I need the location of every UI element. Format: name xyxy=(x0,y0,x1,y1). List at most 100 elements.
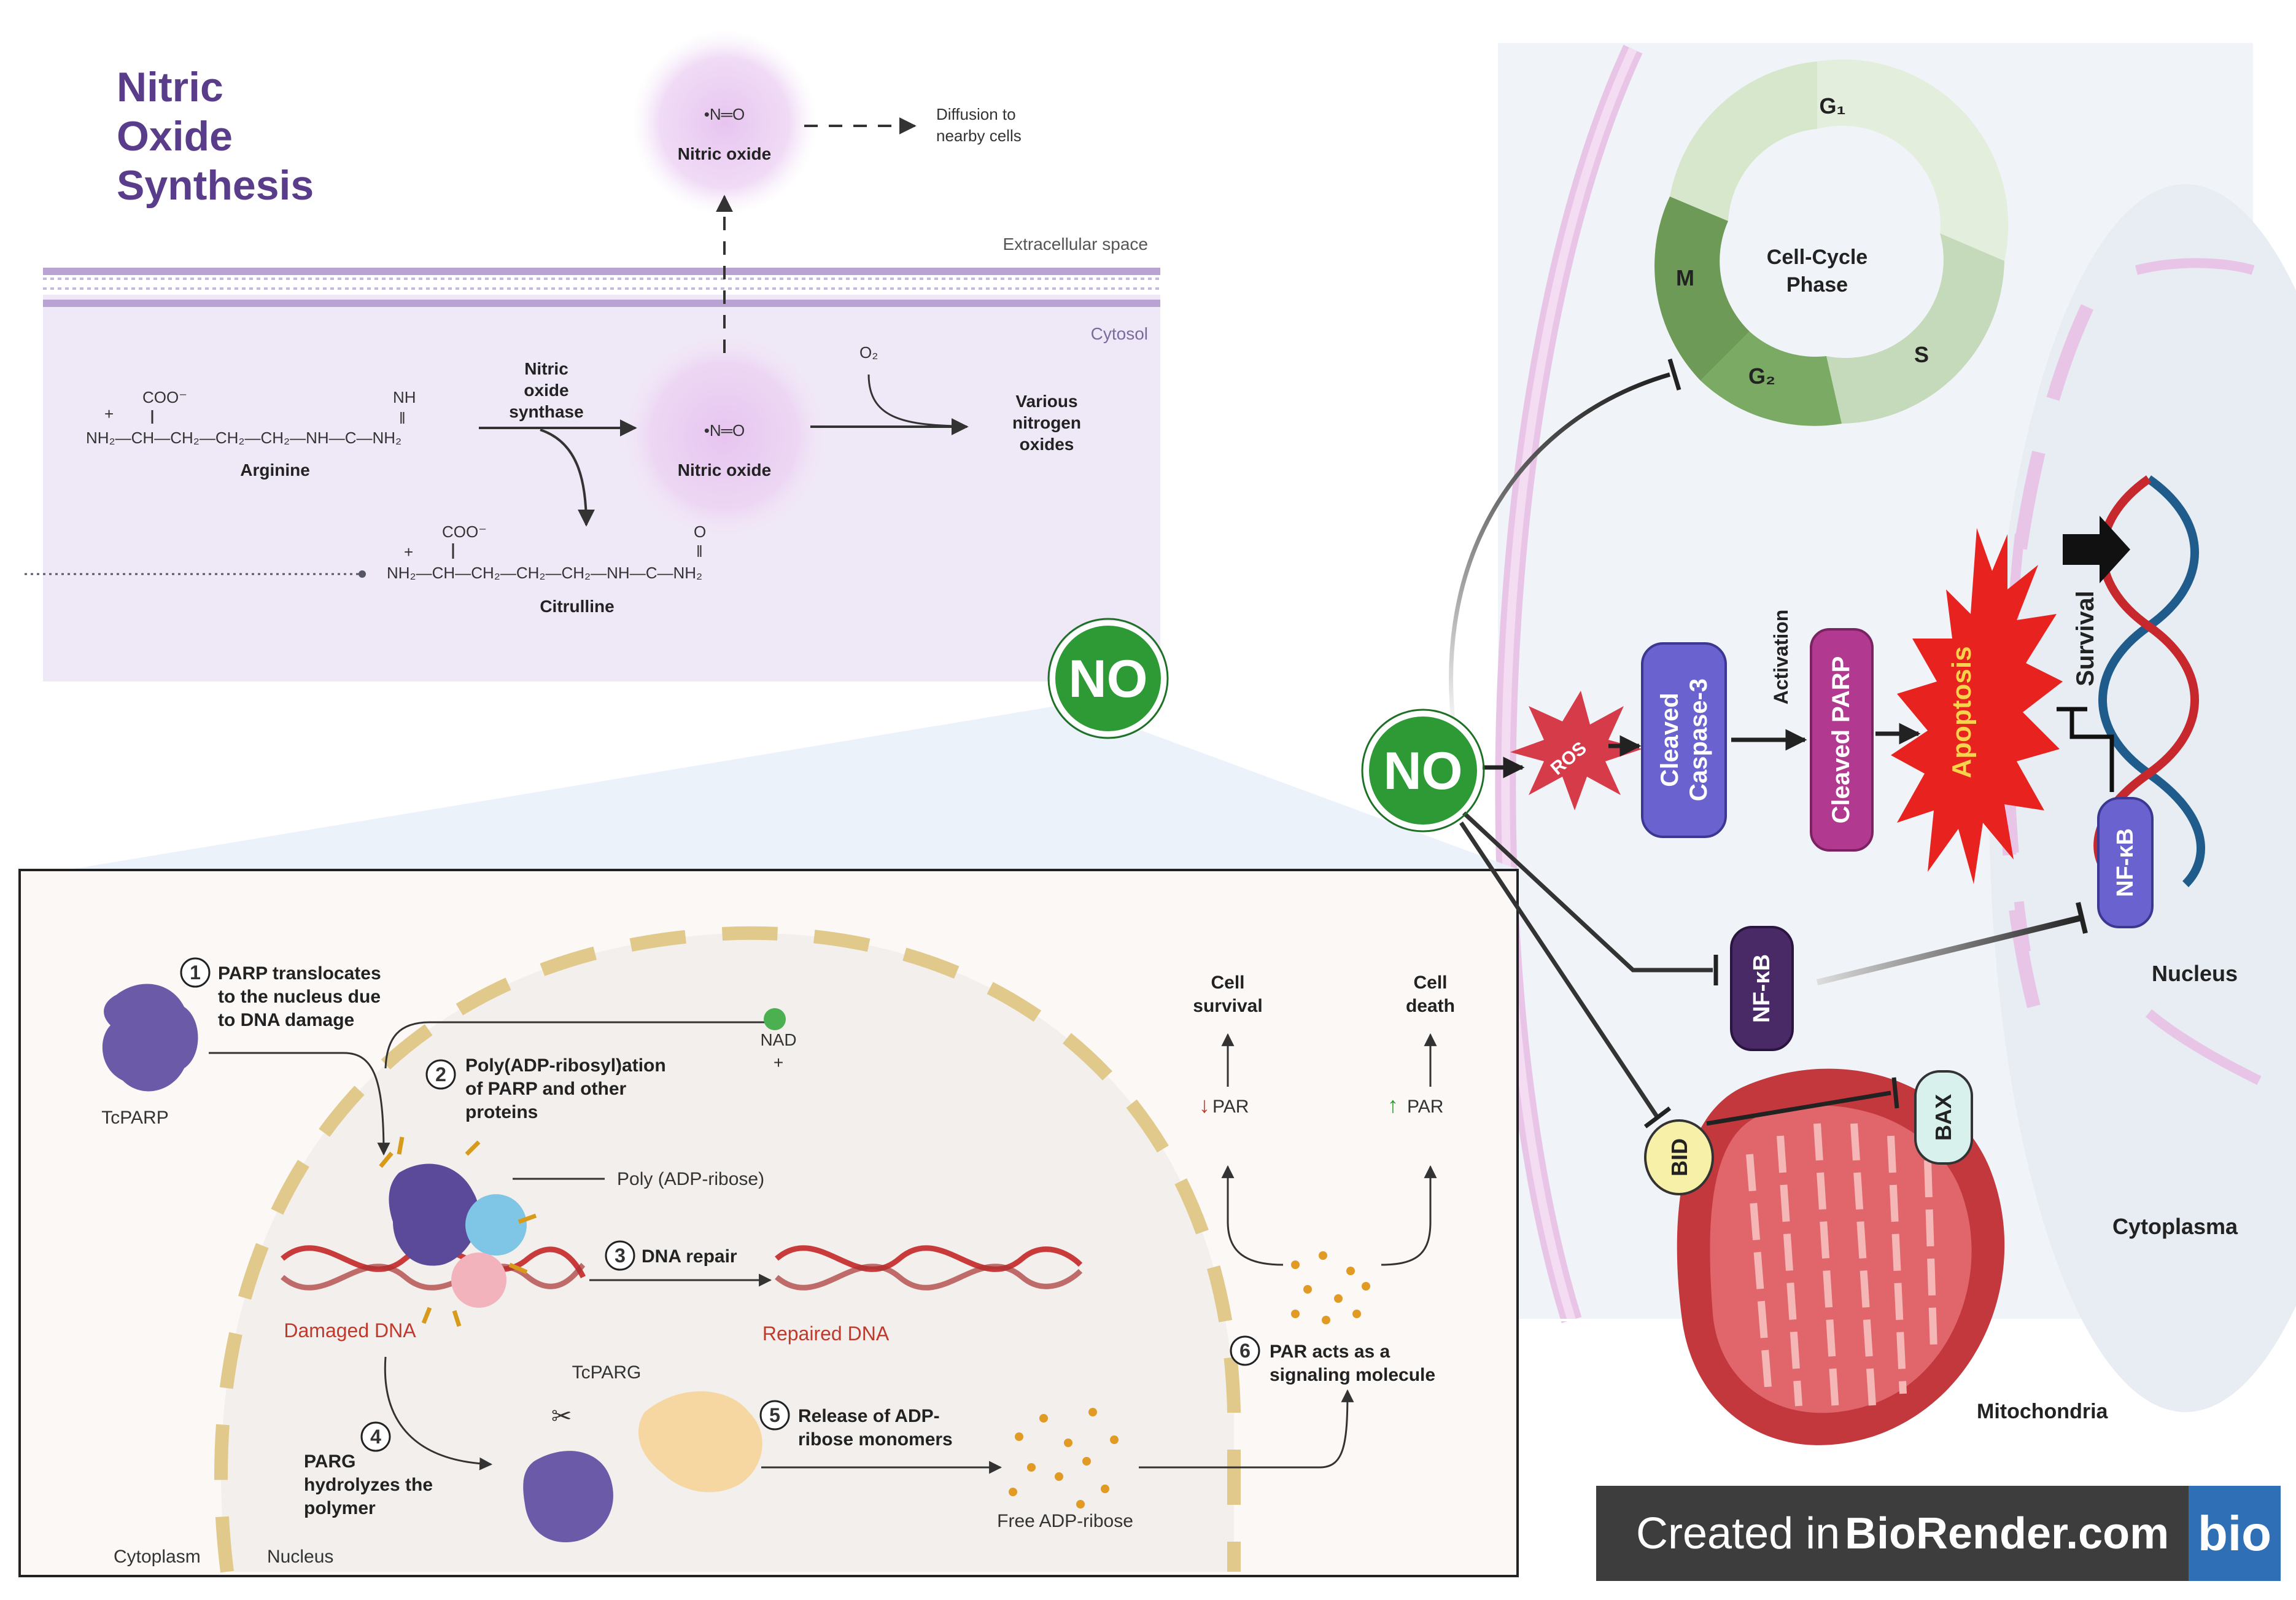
mitochondria-label: Mitochondria xyxy=(1977,1400,2109,1423)
parp-panel: 1 PARP translocates to the nucleus due t… xyxy=(18,869,1519,1577)
o2-label: O₂ xyxy=(859,343,878,362)
scissors-icon: ✂ xyxy=(551,1403,572,1430)
step-2-line-2: of PARP and other xyxy=(465,1079,627,1099)
nucleus-label: Nucleus xyxy=(2152,961,2238,986)
tcparp-shape xyxy=(102,984,198,1092)
step-6-line-1: PAR acts as a xyxy=(1270,1342,1390,1362)
nfkb-to-nucleus-line xyxy=(1816,915,2082,985)
diffusion-line-1: Diffusion to xyxy=(936,105,1016,123)
ros-star: ROS xyxy=(1510,691,1642,810)
step-2-line-1: Poly(ADP-ribosyl)ation xyxy=(465,1055,666,1076)
arginine-double-bond: ‖ xyxy=(399,409,406,427)
step-1-line-1: PARP translocates xyxy=(218,963,381,984)
tcparg-shape xyxy=(638,1391,762,1493)
phase-g2: G₂ xyxy=(1748,363,1775,389)
cleaved-parp-label: Cleaved PARP xyxy=(1828,656,1855,824)
cytoplasma-label: Cytoplasma xyxy=(2112,1214,2238,1239)
nfkb-cyto-node: NF-κB xyxy=(1730,926,1794,1051)
membrane xyxy=(43,268,1160,307)
citrulline-label: Citrulline xyxy=(540,597,614,616)
nad-dot xyxy=(764,1008,786,1030)
created-in-text: Created in xyxy=(1636,1509,1840,1558)
bid-label: BID xyxy=(1667,1138,1692,1176)
nfkb-cyto-label: NF-κB xyxy=(1749,954,1775,1023)
step-1-number: 1 xyxy=(190,961,201,984)
activation-label: Activation xyxy=(1770,610,1792,705)
step-4-badge xyxy=(360,1421,391,1452)
enzyme-line-2: oxide xyxy=(524,381,568,400)
bid-node: BID xyxy=(1644,1119,1714,1195)
step-5-line-1: Release of ADP- xyxy=(798,1406,940,1426)
bax-label: BAX xyxy=(1931,1094,1956,1141)
projection-wedge xyxy=(74,706,1516,869)
citrulline-plus: + xyxy=(404,543,413,561)
step-4-line-1: PARG xyxy=(304,1451,355,1472)
step-3-label: DNA repair xyxy=(642,1246,737,1267)
phase-g1: G₁ xyxy=(1820,93,1846,118)
cleaved-parp-node: Cleaved PARP xyxy=(1810,628,1874,852)
citrulline-o: O xyxy=(694,522,706,541)
step-5-number: 5 xyxy=(769,1404,780,1426)
no-to-nfkb-line xyxy=(1459,809,1713,973)
step-3-number: 3 xyxy=(615,1245,626,1267)
arginine-plus: + xyxy=(104,405,114,423)
bax-node: BAX xyxy=(1914,1070,1973,1165)
enzyme-line-1: Nitric xyxy=(524,359,568,378)
nitric-oxide-bottom: Nitric oxide xyxy=(678,460,771,480)
nad-plus: + xyxy=(774,1053,783,1072)
apoptosis-burst: Apoptosis xyxy=(1891,528,2063,884)
nucleus-label-bottom: Nucleus xyxy=(267,1547,333,1567)
citrulline-double-bond: ‖ xyxy=(696,542,703,561)
repaired-dna xyxy=(775,1245,1083,1291)
free-adp-dots xyxy=(1009,1408,1119,1509)
no-badge-top-text: NO xyxy=(1069,650,1148,709)
step-4-number: 4 xyxy=(370,1426,381,1448)
no-badge-center-text: NO xyxy=(1384,742,1463,801)
step-3-badge xyxy=(605,1240,635,1271)
par-high-label: PAR xyxy=(1407,1097,1443,1117)
biorender-badge[interactable]: Created in BioRender.com bio xyxy=(1596,1486,2281,1581)
survival-line-2: survival xyxy=(1193,996,1262,1016)
no-symbol-top: •N═O xyxy=(704,105,745,123)
step-2-badge xyxy=(425,1059,456,1090)
step-6-number: 6 xyxy=(1239,1340,1251,1362)
death-line-1: Cell xyxy=(1413,973,1447,993)
step-2-number: 2 xyxy=(435,1063,446,1085)
biorender-text: BioRender.com xyxy=(1845,1509,2169,1558)
damaged-label: Damaged DNA xyxy=(284,1319,416,1342)
phase-s: S xyxy=(1914,342,1929,367)
phase-m: M xyxy=(1676,265,1694,290)
poly-label: Poly (ADP-ribose) xyxy=(617,1169,764,1189)
no-glow-bottom xyxy=(620,332,829,540)
no-symbol-bottom: •N═O xyxy=(704,421,745,440)
title-line-2: Oxide xyxy=(117,113,233,160)
repaired-label: Repaired DNA xyxy=(762,1322,890,1345)
step-2-line-3: proteins xyxy=(465,1102,538,1122)
arginine-label: Arginine xyxy=(240,460,310,480)
step-1-badge xyxy=(180,957,211,988)
survival-label: Survival xyxy=(2072,591,2099,686)
step-5-badge xyxy=(759,1400,790,1431)
cell-cycle-inhibit-line xyxy=(1449,372,1670,737)
cytoplasm-label: Cytoplasm xyxy=(114,1547,201,1567)
oxides-line-3: oxides xyxy=(1020,435,1074,454)
oxides-line-1: Various xyxy=(1015,392,1077,411)
par-down-arrow: ↓ xyxy=(1199,1092,1210,1117)
apoptosis-label: Apoptosis xyxy=(1947,646,1977,778)
title-line-3: Synthesis xyxy=(117,162,314,209)
survival-arrow-icon xyxy=(2063,516,2130,583)
citrulline-coo: COO⁻ xyxy=(442,522,487,541)
cell-cycle-line-2: Phase xyxy=(1786,273,1848,297)
citrulline-arrow xyxy=(540,429,595,527)
title-line-1: Nitric xyxy=(117,64,223,111)
mitochondria xyxy=(1677,1068,2005,1445)
diffusion-line-2: nearby cells xyxy=(936,126,1022,145)
survival-line-1: Cell xyxy=(1211,973,1244,993)
no-badge-top: NO xyxy=(1047,618,1169,739)
damaged-dna xyxy=(281,1136,586,1327)
nfkb-nucleus-node: NF-κB xyxy=(2097,797,2154,928)
par-up-arrow: ↑ xyxy=(1387,1092,1398,1117)
step-5-line-2: ribose monomers xyxy=(798,1429,953,1450)
arginine-coo: COO⁻ xyxy=(142,388,187,406)
tcparg-label: TcPARG xyxy=(572,1362,642,1383)
